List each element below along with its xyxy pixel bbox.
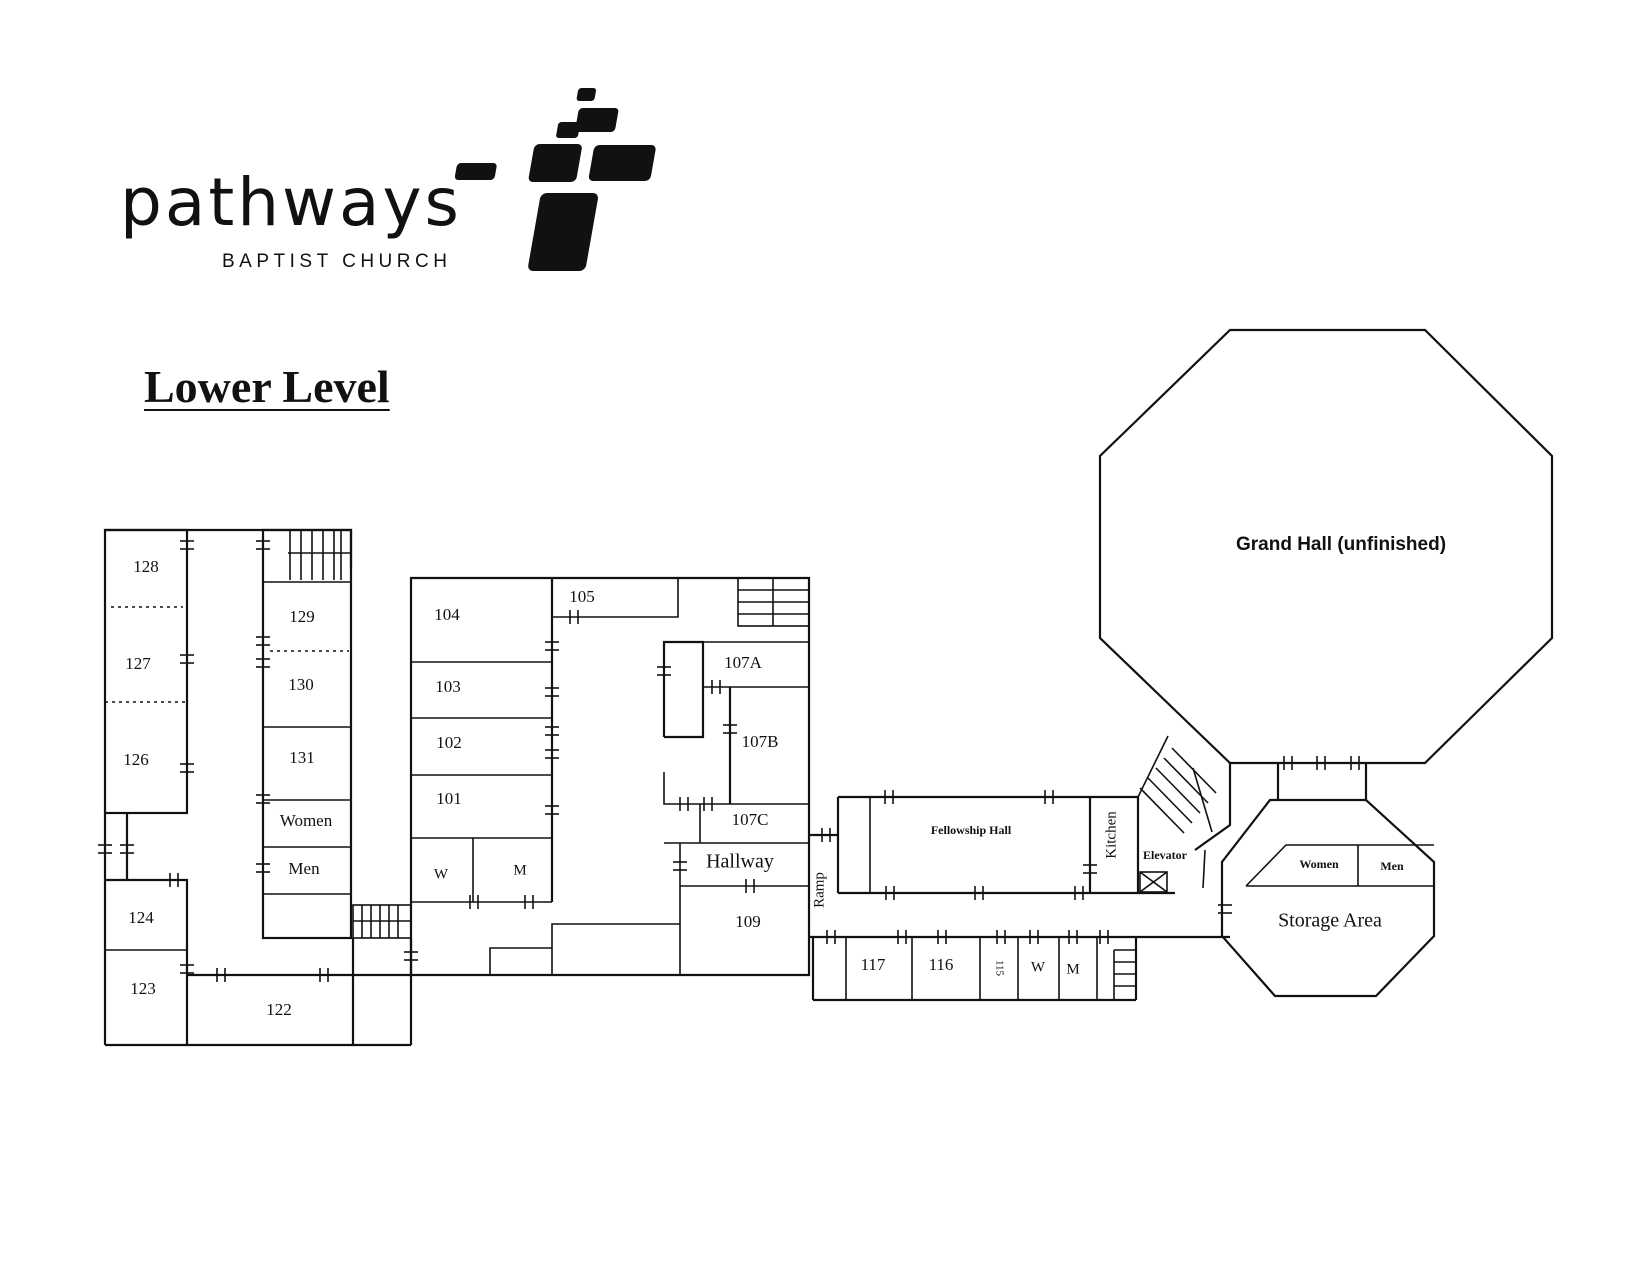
restroom-w-east: W	[1031, 959, 1046, 975]
room-104: 104	[434, 605, 460, 624]
restroom-men-west: Men	[288, 859, 320, 878]
kitchen-label: Kitchen	[1103, 811, 1119, 859]
room-117: 117	[861, 955, 886, 974]
restroom-women-west: Women	[280, 811, 333, 830]
restroom-w-middle: W	[434, 866, 449, 882]
room-129: 129	[289, 607, 315, 626]
room-124: 124	[128, 908, 154, 927]
fellowship-hall-label: Fellowship Hall	[931, 823, 1012, 837]
ramp-label: Ramp	[811, 872, 827, 908]
restroom-men-east: Men	[1380, 859, 1404, 873]
room-123: 123	[130, 979, 156, 998]
restroom-m-east: M	[1066, 961, 1079, 977]
room-126: 126	[123, 750, 149, 769]
storage-octagon	[1220, 798, 1436, 998]
brand-subtitle: BAPTIST CHURCH	[222, 251, 452, 272]
room-128: 128	[133, 557, 159, 576]
cross-of-tiles-icon	[454, 88, 656, 271]
west-wing	[103, 528, 413, 1047]
room-127: 127	[125, 654, 151, 673]
room-131: 131	[289, 748, 315, 767]
room-122: 122	[266, 1000, 292, 1019]
room-107c: 107C	[732, 810, 769, 829]
room-107b: 107B	[742, 732, 779, 751]
level-title: Lower Level	[144, 361, 390, 412]
west-connector-stairs	[352, 904, 412, 939]
room-130: 130	[288, 675, 314, 694]
middle-block	[409, 576, 811, 977]
hallway-label: Hallway	[706, 851, 774, 873]
door-marks	[98, 540, 1360, 982]
brand-name: pathways	[120, 164, 462, 241]
grand-hall-label: Grand Hall (unfinished)	[1236, 534, 1446, 555]
room-116: 116	[929, 955, 954, 974]
restroom-m-middle: M	[513, 862, 526, 878]
grand-hall-octagon	[1098, 328, 1554, 765]
room-115: 115	[993, 960, 1005, 977]
elevator-label: Elevator	[1143, 848, 1188, 862]
room-102: 102	[436, 733, 462, 752]
storage-area-label: Storage Area	[1278, 910, 1382, 932]
room-105: 105	[569, 587, 595, 606]
room-109: 109	[735, 912, 761, 931]
room-103: 103	[435, 677, 461, 696]
east-wing	[809, 735, 1230, 1002]
room-labels: 128 127 126 129 130 131 Women Men 124 12…	[123, 534, 1446, 1019]
room-101: 101	[436, 789, 462, 808]
room-107a: 107A	[724, 653, 763, 672]
restroom-women-east: Women	[1299, 857, 1339, 871]
